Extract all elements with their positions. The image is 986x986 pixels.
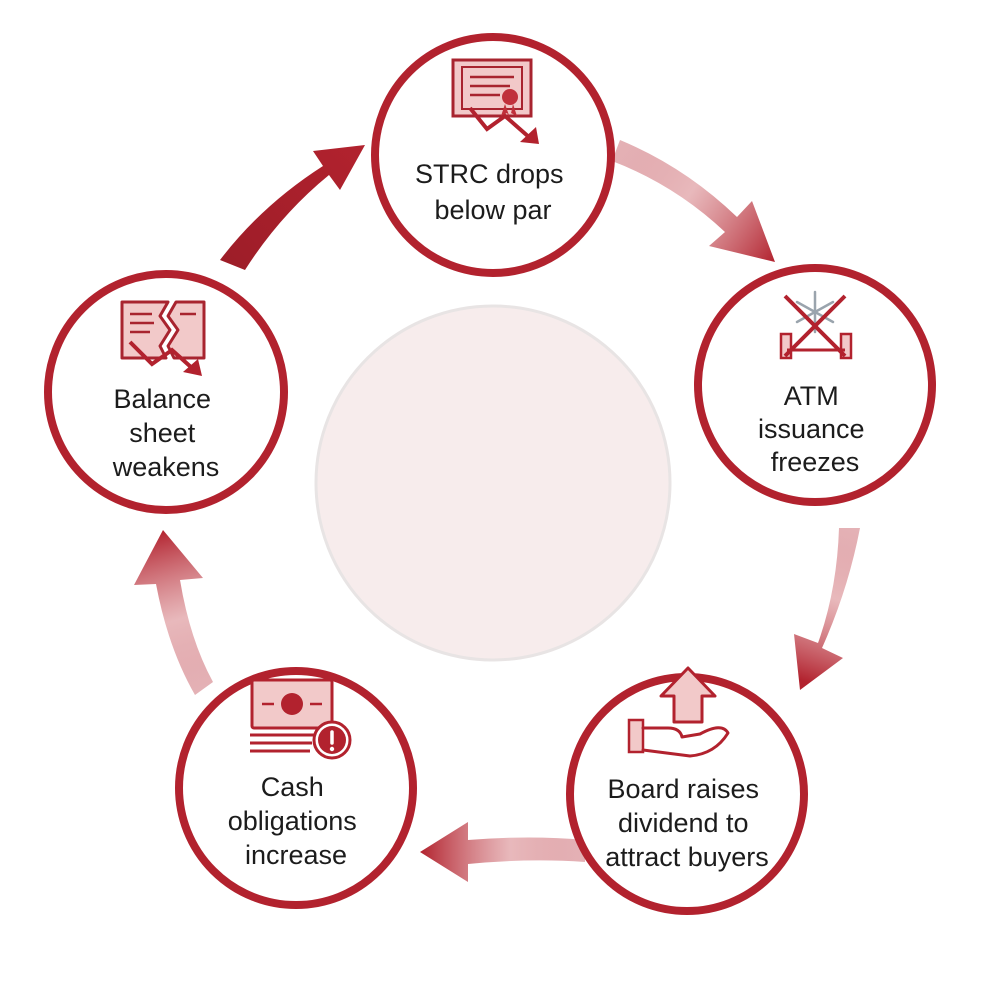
certificate-down-arrow-icon: [451, 58, 539, 144]
cycle-arrows: [134, 140, 860, 882]
cracked-document-icon: [120, 300, 206, 376]
label-strc-drops: STRC drops below par: [415, 159, 571, 225]
label-balance-sheet: Balance sheet weakens: [112, 384, 220, 482]
arrow-strc-to-atm: [612, 140, 775, 262]
label-line: below par: [434, 195, 551, 225]
label-line: Board raises: [607, 774, 759, 804]
label-line: Cash: [261, 772, 324, 802]
node-board-raises: Board raises dividend to attract buyers: [566, 666, 808, 915]
node-atm-freezes: ATM issuance freezes: [694, 264, 936, 506]
hand-up-arrow-icon: [627, 666, 730, 758]
label-cash-obligations: Cash obligations increase: [228, 772, 365, 870]
node-cash-obligations: Cash obligations increase: [175, 667, 417, 909]
arrow-balance-to-strc: [220, 145, 365, 270]
node-strc-drops: STRC drops below par: [371, 33, 615, 277]
label-line: STRC drops: [415, 159, 564, 189]
label-line: freezes: [771, 447, 860, 477]
label-line: issuance: [758, 414, 865, 444]
label-line: dividend to: [618, 808, 749, 838]
label-line: Balance: [113, 384, 211, 414]
arrow-cash-to-balance: [134, 530, 213, 695]
label-board-raises: Board raises dividend to attract buyers: [605, 774, 769, 872]
label-line: obligations: [228, 806, 357, 836]
label-atm-freezes: ATM issuance freezes: [758, 381, 872, 477]
center-circle: [314, 304, 672, 662]
frozen-issuance-icon: [779, 290, 853, 360]
label-line: attract buyers: [605, 842, 769, 872]
cash-warning-icon: [250, 678, 352, 760]
label-line: ATM: [784, 381, 839, 411]
label-line: sheet: [129, 418, 196, 448]
arrow-board-to-cash: [420, 822, 585, 882]
label-line: increase: [245, 840, 347, 870]
label-line: weakens: [112, 452, 220, 482]
node-balance-sheet: Balance sheet weakens: [44, 270, 288, 514]
arrow-atm-to-board: [794, 528, 860, 690]
